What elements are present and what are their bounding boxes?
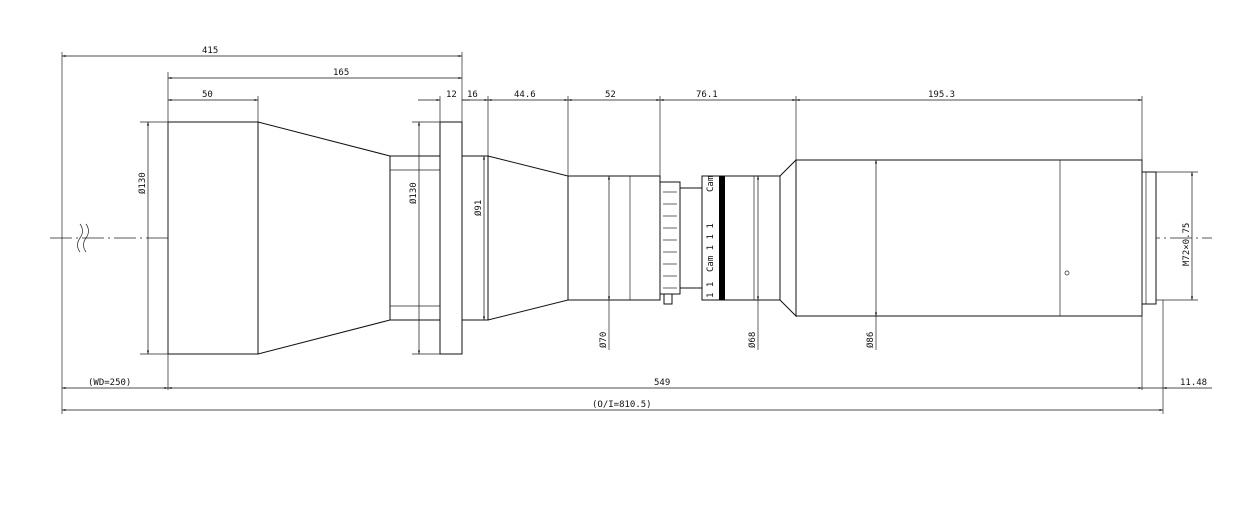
dia-thread: M72×0.75: [1156, 171, 1198, 301]
dim-76-1: 76.1: [660, 90, 796, 102]
dim-165: 165: [168, 68, 462, 80]
dim-195-3: 195.3: [796, 90, 1142, 102]
dim-415: 415: [62, 46, 462, 58]
lock-screw: [663, 293, 673, 305]
extension-lines: [61, 52, 1164, 414]
thread-label: M72×0.75: [1182, 223, 1192, 266]
dim-oi-label: (O/I=810.5): [592, 400, 652, 410]
dim-12-label: 12: [446, 90, 457, 100]
dim-76-1-label: 76.1: [696, 90, 718, 100]
dia-130-flange: Ø130: [408, 121, 440, 355]
dia-68-label: Ø68: [747, 332, 758, 348]
dim-549: 549: [168, 378, 1142, 390]
dim-16: 16: [462, 90, 488, 102]
index-dot: [1064, 270, 1070, 276]
dia-130-front-label: Ø130: [137, 172, 148, 194]
dim-44-6-label: 44.6: [514, 90, 536, 100]
flange-neck: [389, 155, 441, 321]
front-barrel: [167, 121, 259, 355]
axis-break-mark: [77, 223, 89, 253]
coupling-ring: [659, 181, 681, 295]
dia-70-label: Ø70: [598, 332, 609, 348]
dim-195-3-label: 195.3: [928, 90, 955, 100]
adapter-ring: [679, 187, 703, 289]
lens-body: [167, 121, 1157, 355]
dia-86-label: Ø86: [865, 332, 876, 348]
dim-52: 52: [568, 90, 660, 102]
dim-50: 50: [168, 90, 258, 102]
dim-50-label: 50: [202, 90, 213, 100]
middle-barrel: [567, 175, 661, 301]
dim-wd: (WD=250): [62, 378, 168, 390]
rear-barrel: [795, 159, 1143, 317]
dim-549-label: 549: [654, 378, 670, 388]
black-band: [719, 176, 725, 300]
middle-taper: [487, 155, 569, 321]
dim-16-label: 16: [467, 90, 478, 100]
thread-mount: [1141, 171, 1157, 305]
knurled-ring: [663, 191, 677, 289]
dim-wd-label: (WD=250): [88, 378, 131, 388]
front-taper: [257, 121, 391, 355]
mounting-flange: [439, 121, 463, 355]
dia-68: Ø68: [747, 176, 760, 350]
cam-label-3: 1 1: [706, 282, 716, 298]
dim-52-label: 52: [605, 90, 616, 100]
dia-91: Ø91: [473, 156, 486, 320]
dia-130-front: Ø130: [137, 121, 168, 355]
dia-91-label: Ø91: [473, 200, 484, 216]
dia-86: Ø86: [865, 160, 878, 350]
dim-165-label: 165: [333, 68, 349, 78]
dim-415-label: 415: [202, 46, 218, 56]
cam-label-2: Cam: [706, 176, 716, 192]
dim-oi: (O/I=810.5): [62, 400, 1163, 412]
dim-44-6: 44.6: [488, 90, 568, 102]
cam-label: Cam 1 1 1: [706, 223, 716, 272]
dim-11-48: 11.48: [1142, 378, 1212, 390]
dia-70: Ø70: [598, 176, 611, 350]
dim-11-48-label: 11.48: [1180, 378, 1207, 388]
rear-taper: [779, 158, 797, 318]
dia-130-flange-label: Ø130: [408, 182, 419, 204]
